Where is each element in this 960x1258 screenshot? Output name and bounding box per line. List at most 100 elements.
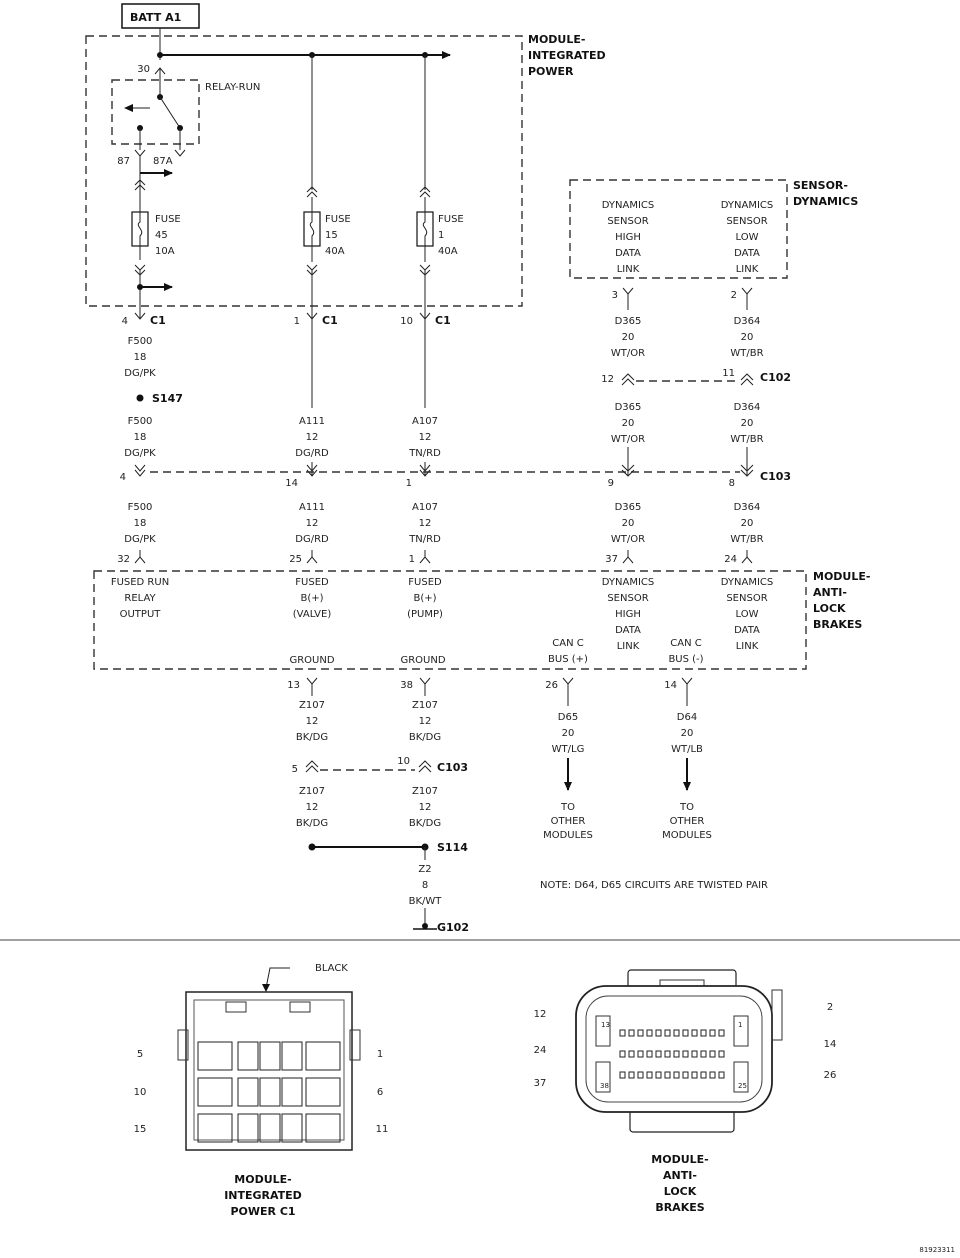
d364-gauge-1: 20 <box>741 332 754 343</box>
sensor-dynamics-box <box>569 179 788 279</box>
absv-inner-13: 13 <box>601 1021 610 1029</box>
d364-circuit-2: D364 <box>734 402 761 413</box>
sens-low-1: DYNAMICS <box>721 200 774 211</box>
c103b-pin-10: 10 <box>397 756 410 767</box>
d365-color-3: WT/OR <box>611 534 645 545</box>
c1-pin-1: 1 <box>294 316 300 327</box>
fuse1-num: 1 <box>438 230 444 241</box>
d365-color-1: WT/OR <box>611 348 645 359</box>
abs-high-1: DYNAMICS <box>602 577 655 588</box>
abs-pin-38: 38 <box>400 680 413 691</box>
abs-pin-cavity <box>628 1050 635 1058</box>
abs-pin-cavity <box>628 1029 635 1037</box>
d365-gauge-2: 20 <box>622 418 635 429</box>
abs-fused-run-2: RELAY <box>124 593 156 604</box>
relay-pin-30: 30 <box>137 64 150 75</box>
d64-color: WT/LB <box>671 744 703 755</box>
abs-pin-cavity <box>709 1029 716 1037</box>
z107-circuit-2: Z107 <box>412 700 438 711</box>
absv-pin-24: 24 <box>534 1045 547 1056</box>
d365-circuit-2: D365 <box>615 402 642 413</box>
sensor-title-2: DYNAMICS <box>793 195 858 208</box>
sens-pin-3: 3 <box>612 290 618 301</box>
d365-gauge-1: 20 <box>622 332 635 343</box>
d64-circuit: D64 <box>677 712 697 723</box>
abs-pin-24: 24 <box>724 554 737 565</box>
d364-color-3: WT/BR <box>730 534 763 545</box>
fuse45-amps: 10A <box>155 246 175 257</box>
d65-gauge: 20 <box>562 728 575 739</box>
c102-label: C102 <box>760 371 791 384</box>
abs-pin-cavity <box>664 1050 671 1058</box>
batt-label: BATT A1 <box>130 11 181 24</box>
abs-title-3: LOCK <box>813 602 846 615</box>
z107-color-3: BK/DG <box>296 818 328 829</box>
d65-color: WT/LG <box>552 744 585 755</box>
d64-gauge: 20 <box>681 728 694 739</box>
abs-pin-cavity <box>673 1071 680 1079</box>
black-label: BLACK <box>315 963 348 974</box>
abs-pin-cavity <box>619 1050 626 1058</box>
z107-circuit-3: Z107 <box>299 786 325 797</box>
abs-connector-view <box>575 969 783 1133</box>
sens-low-4: DATA <box>734 248 760 259</box>
c1v-pin-11: 11 <box>376 1124 389 1135</box>
sens-high-3: HIGH <box>615 232 641 243</box>
abs-low-3: LOW <box>736 609 759 620</box>
c102-pin-12: 12 <box>601 374 614 385</box>
abs-pin-cavity <box>646 1071 653 1079</box>
abs-ground-1: GROUND <box>289 655 334 666</box>
abs-title-2: ANTI- <box>813 586 847 599</box>
g102-label: G102 <box>437 921 469 934</box>
abs-valve-3: (VALVE) <box>293 609 332 620</box>
abs-pin-cavity <box>718 1029 725 1037</box>
d65-to-2: OTHER <box>551 816 586 827</box>
abs-low-5: LINK <box>736 641 759 652</box>
d364-color-1: WT/BR <box>730 348 763 359</box>
s147-label: S147 <box>152 392 183 405</box>
fuse15-label: FUSE <box>325 214 351 225</box>
absv-title-3: LOCK <box>664 1185 697 1198</box>
fuse15-num: 15 <box>325 230 338 241</box>
abs-pump-1: FUSED <box>408 577 442 588</box>
fuse1-label: FUSE <box>438 214 464 225</box>
d65-to-1: TO <box>560 802 575 813</box>
c1v-title-1: MODULE- <box>234 1173 291 1186</box>
abs-pin-cavity <box>682 1029 689 1037</box>
f500-circuit-3: F500 <box>128 502 153 513</box>
abs-pin-cavity <box>691 1029 698 1037</box>
z107-gauge-3: 12 <box>306 802 319 813</box>
d364-gauge-2: 20 <box>741 418 754 429</box>
sens-low-5: LINK <box>736 264 759 275</box>
c1v-pin-1: 1 <box>377 1049 383 1060</box>
a107-color-1: TN/RD <box>408 448 441 459</box>
c103-pin-1: 1 <box>406 478 412 489</box>
abs-pin-14: 14 <box>664 680 677 691</box>
sens-high-5: LINK <box>617 264 640 275</box>
abs-module-box <box>93 570 807 670</box>
c103b-pin-5: 5 <box>292 764 298 775</box>
abs-pump-2: B(+) <box>413 593 436 604</box>
z2-circuit: Z2 <box>418 864 431 875</box>
sens-high-4: DATA <box>615 248 641 259</box>
fuse45-label: FUSE <box>155 214 181 225</box>
fuse15-amps: 40A <box>325 246 345 257</box>
ground-g102 <box>422 923 428 929</box>
c103-label: C103 <box>760 470 791 483</box>
abs-pin-cavity <box>646 1029 653 1037</box>
z107-gauge-2: 12 <box>419 716 432 727</box>
abs-pin-cavity <box>619 1029 626 1037</box>
absv-inner-38: 38 <box>600 1082 609 1090</box>
a107-circuit-1: A107 <box>412 416 438 427</box>
f500-gauge-1: 18 <box>134 352 147 363</box>
ipm-c1-connector-view: BLACK <box>177 963 361 1151</box>
ipm-title-2: INTEGRATED <box>528 49 606 62</box>
abs-valve-2: B(+) <box>300 593 323 604</box>
abs-pin-cavity <box>637 1071 644 1079</box>
a111-color-1: DG/RD <box>295 448 329 459</box>
c103b-label: C103 <box>437 761 468 774</box>
abs-pin-1: 1 <box>409 554 415 565</box>
relay-run-box <box>111 79 200 145</box>
z107-circuit-4: Z107 <box>412 786 438 797</box>
abs-pin-cavity <box>655 1050 662 1058</box>
